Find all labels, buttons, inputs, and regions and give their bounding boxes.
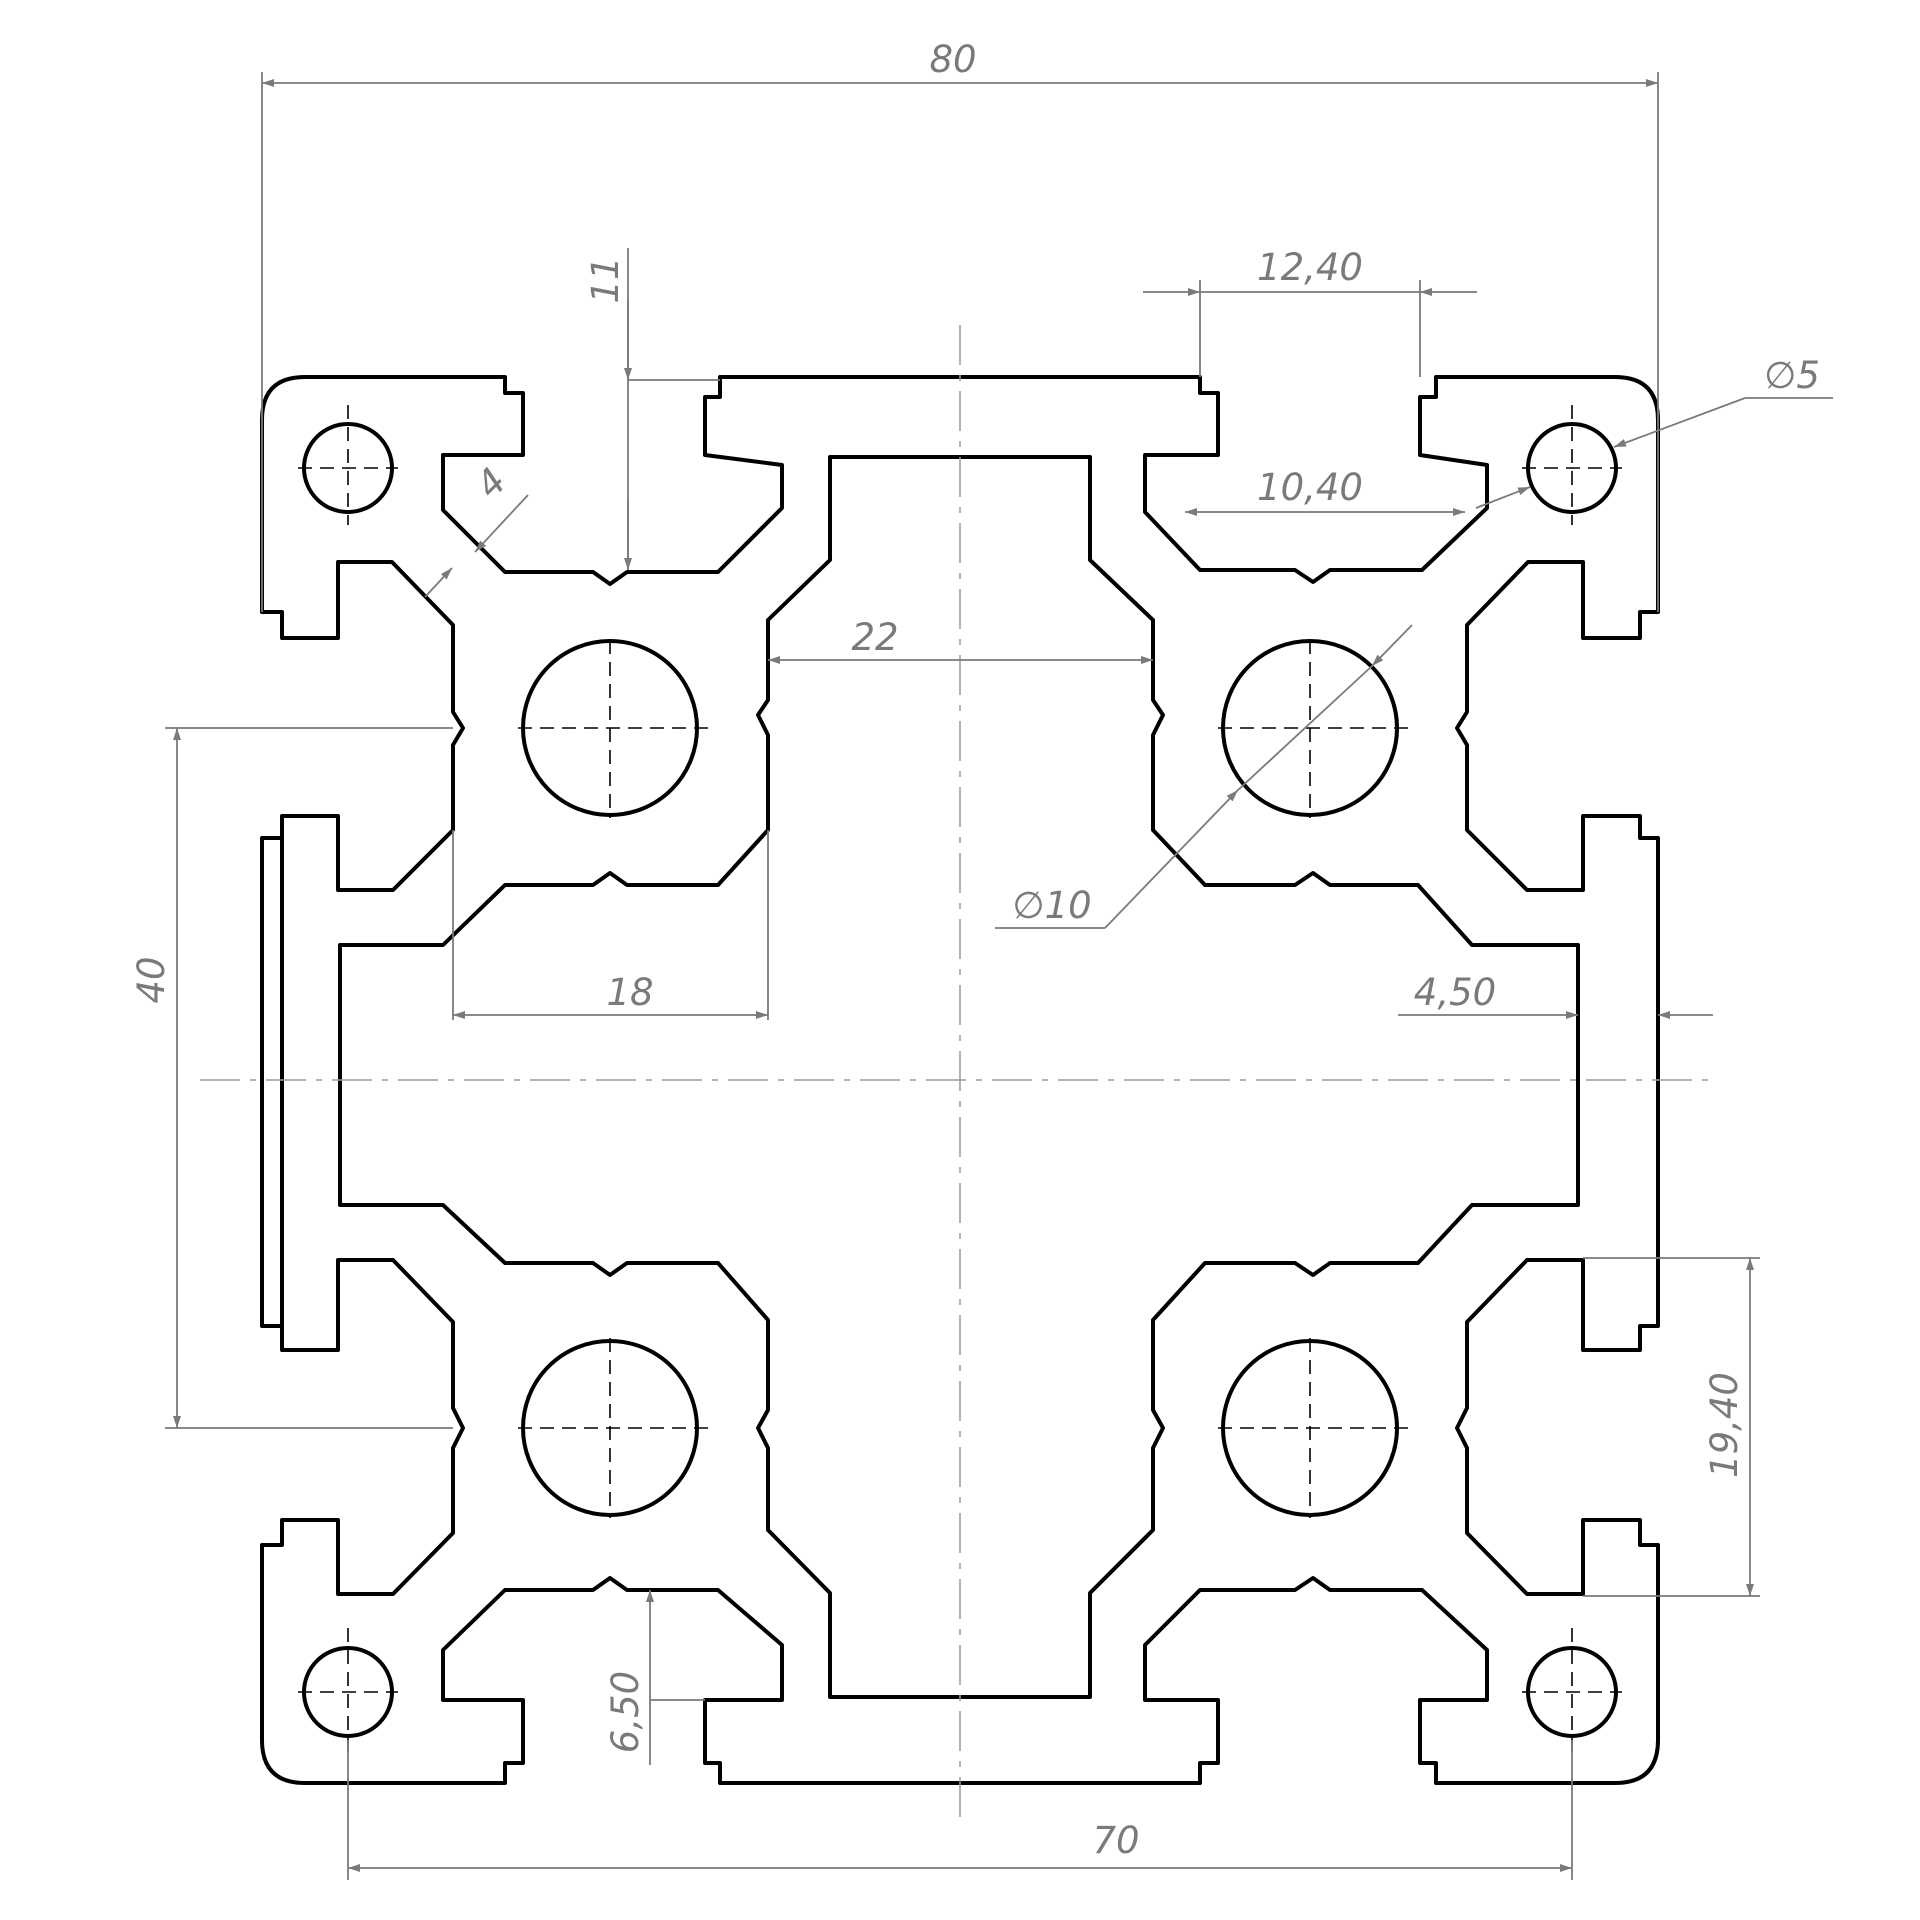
profile-outline: [260, 375, 1660, 1785]
dim-small-hole-dia: ∅5: [1764, 354, 1820, 397]
dim-hole-spacing: 70: [1092, 1819, 1139, 1862]
dim-bore-dia: ∅10: [1012, 884, 1091, 927]
dim-overall-width: 80: [929, 38, 976, 81]
dim-slot-height: 19,40: [1703, 1372, 1746, 1478]
dimension-lines: [165, 72, 1833, 1880]
dim-slot-inner-width: 10,40: [1257, 466, 1363, 509]
dimension-labels: 80 70 12,40 10,40 ∅5 11 4 22 ∅10 40 18 4…: [130, 38, 1820, 1862]
dim-slot-outer-width: 12,40: [1257, 246, 1363, 289]
dim-bottom-offset: 6,50: [604, 1671, 647, 1753]
dim-center-gap: 22: [851, 616, 898, 659]
main-axes: [200, 325, 1712, 1820]
dim-side-wall: 4,50: [1414, 971, 1496, 1014]
dim-slot-depth: 11: [584, 256, 627, 303]
dim-wall-thickness: 4: [468, 460, 515, 507]
dim-core-spacing: 40: [130, 956, 173, 1003]
center-lines: [298, 405, 1622, 1752]
dim-bore-offset: 18: [606, 971, 653, 1014]
